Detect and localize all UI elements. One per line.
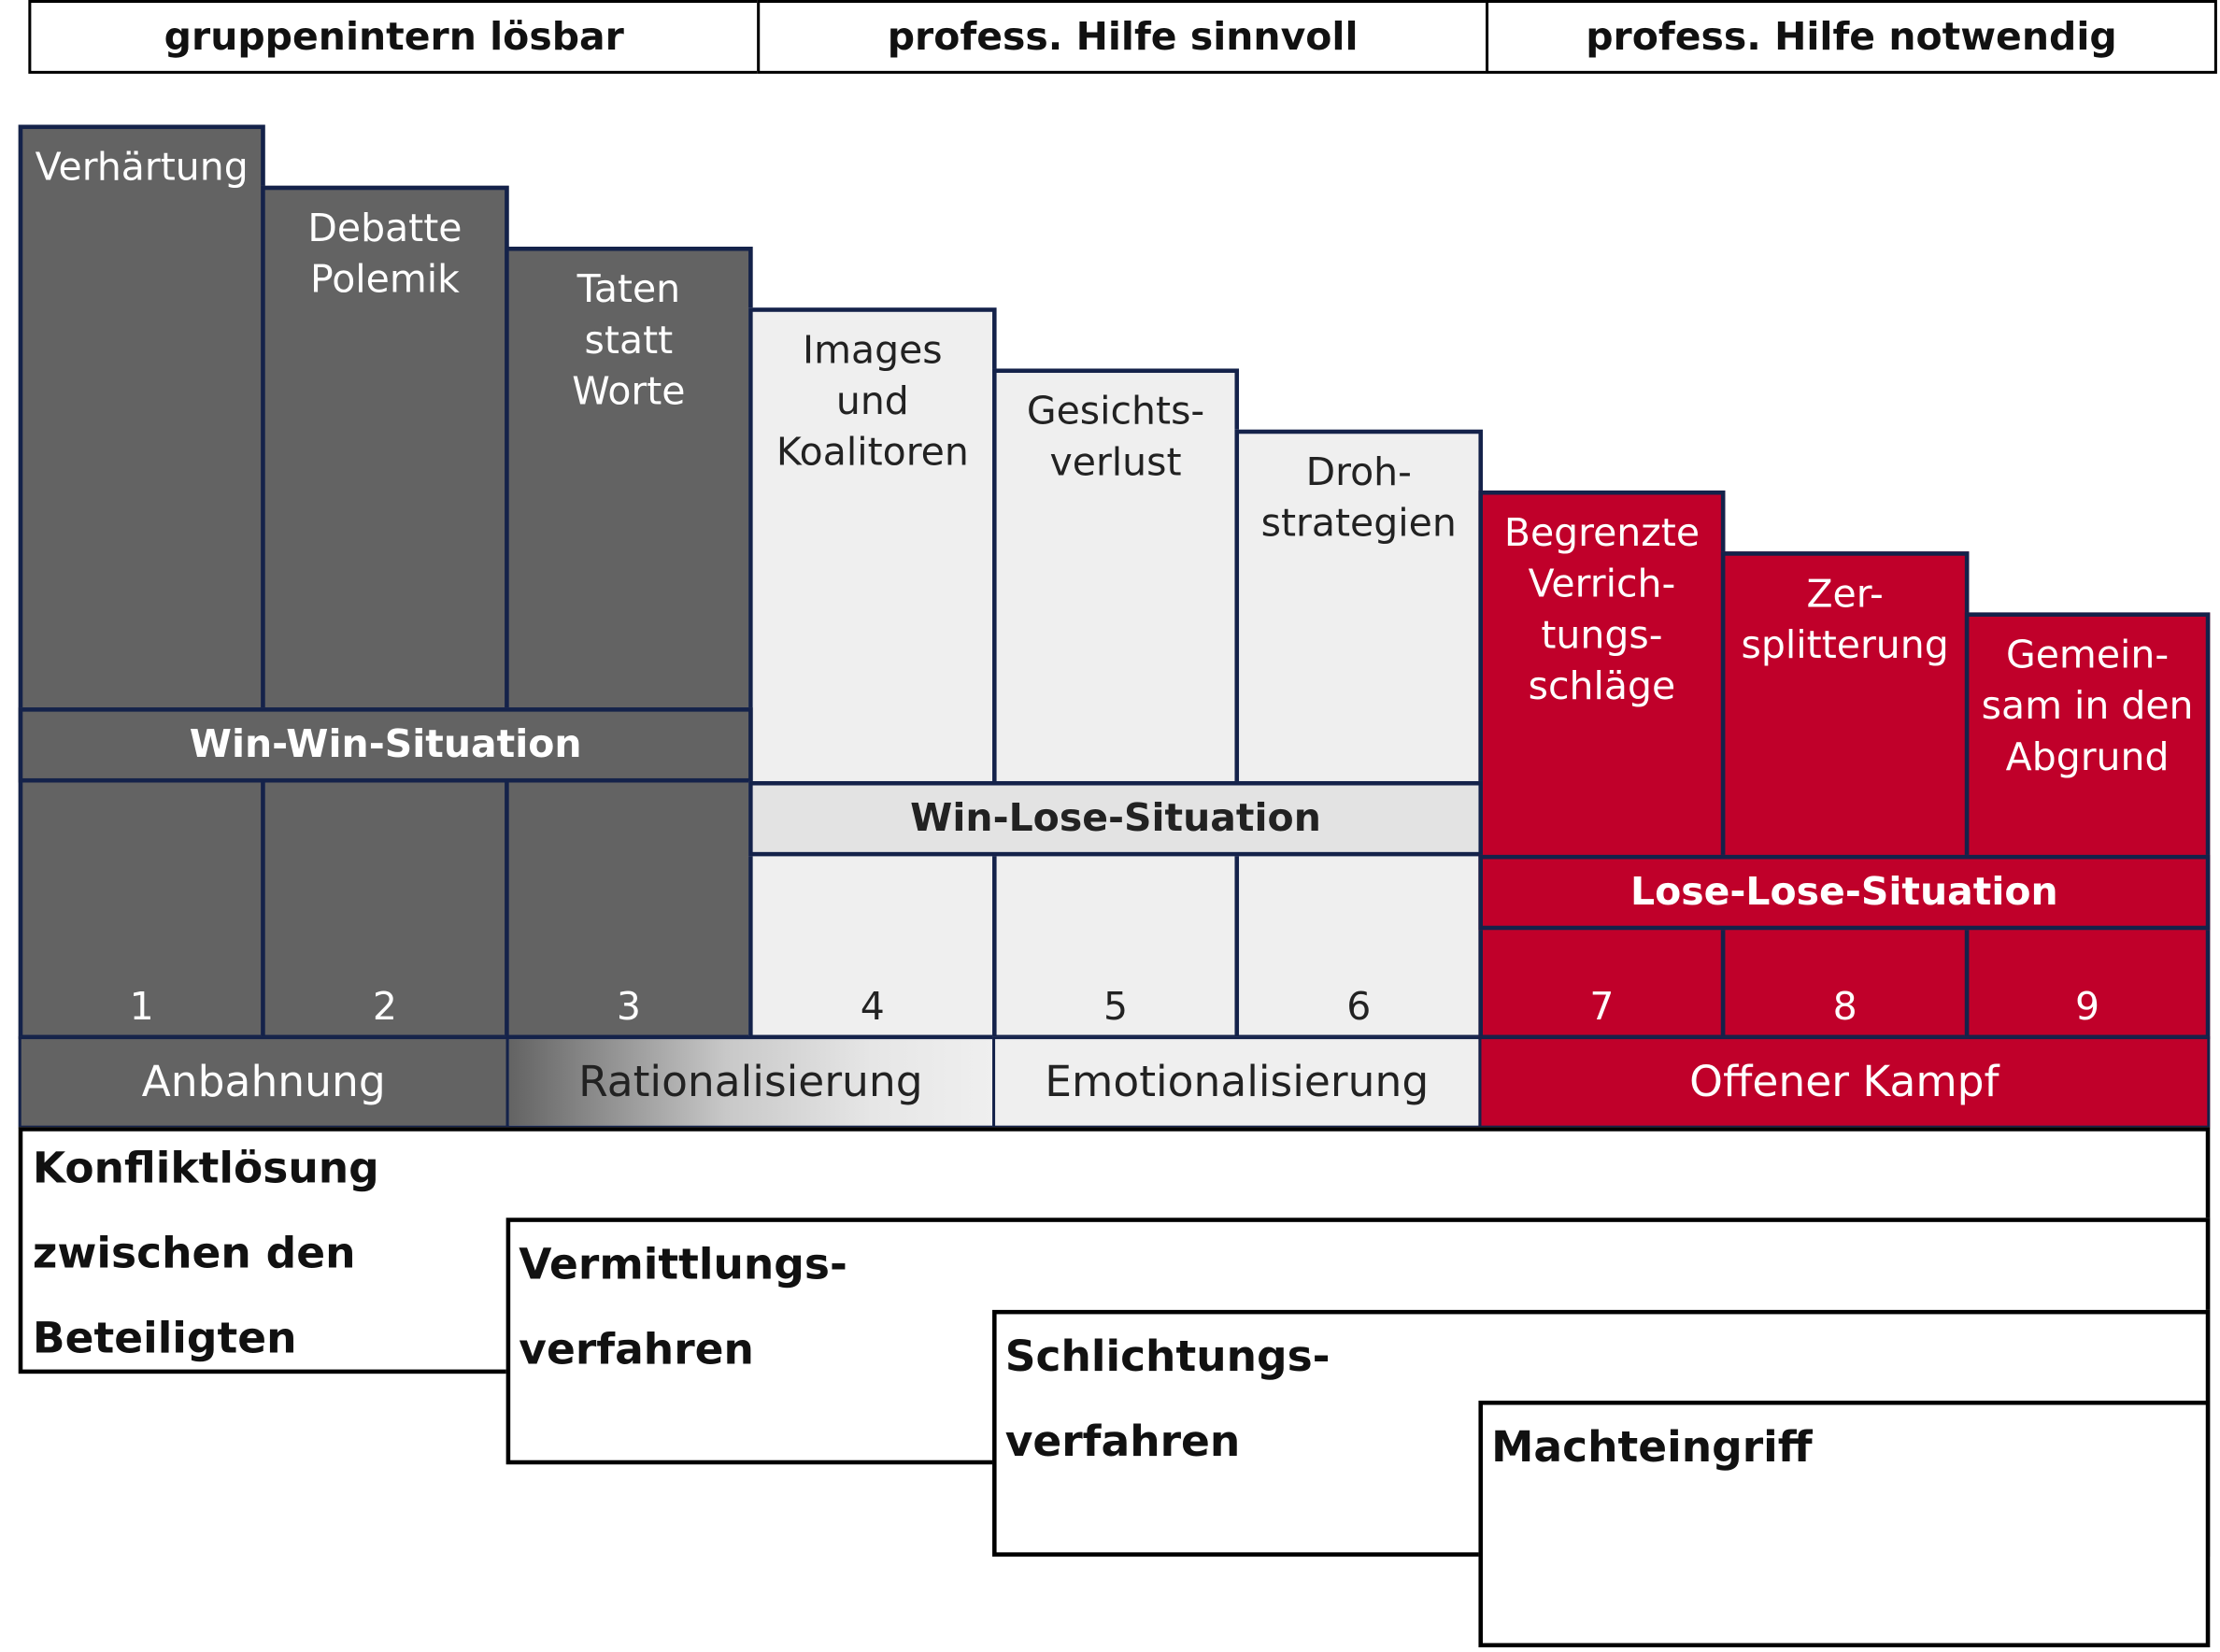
stage-1-name: Verhärtung [35, 146, 249, 191]
phase-anbahnung: Anbahnung [18, 1036, 509, 1129]
stage-6: Droh- strategien 6 [1234, 429, 1483, 1040]
resolution-konfliktloesung-label: Konfliktlösung zwischen den Beteiligten [32, 1144, 379, 1364]
resolution-machteingriff-label: Machteingriff [1491, 1423, 1813, 1474]
stage-4: Images und Koalitoren 4 [748, 307, 997, 1040]
stage-9-number: 9 [2075, 985, 2100, 1030]
stage-4-name: Images und Koalitoren [776, 328, 969, 476]
resolution-vermittlung-label: Vermittlungs- verfahren [519, 1240, 847, 1375]
stage-8: Zer- splitterung 8 [1720, 551, 1970, 1040]
header-professional-help-required: profess. Hilfe notwendig [1486, 0, 2217, 74]
phase-offener-kampf: Offener Kampf [1478, 1036, 2211, 1129]
stage-8-name: Zer- splitterung [1741, 572, 1949, 668]
stage-3: Taten statt Worte 3 [505, 246, 753, 1040]
stage-2-name: Debatte Polemik [307, 206, 462, 303]
stage-5: Gesichts- verlust 5 [992, 368, 1240, 1040]
stage-5-name: Gesichts- verlust [1026, 390, 1205, 485]
stage-9: Gemein- sam in den Abgrund 9 [1964, 612, 2211, 1040]
stage-7-number: 7 [1589, 985, 1615, 1030]
stage-8-number: 8 [1832, 985, 1857, 1030]
stage-1: Verhärtung 1 [18, 124, 265, 1040]
resolution-machteingriff-box [1478, 1400, 2211, 1647]
stage-3-name: Taten statt Worte [572, 267, 686, 415]
lose-lose-band: Lose-Lose-Situation [1478, 854, 2211, 931]
resolution-schlichtung-label: Schlichtungs- verfahren [1004, 1332, 1331, 1468]
stage-6-number: 6 [1346, 985, 1372, 1030]
stage-3-number: 3 [616, 985, 641, 1030]
stage-2: Debatte Polemik 2 [261, 185, 509, 1040]
win-win-band: Win-Win-Situation [18, 707, 753, 783]
header-group-solvable: gruppenintern lösbar [28, 0, 761, 74]
stage-5-number: 5 [1103, 985, 1129, 1030]
stage-9-name: Gemein- sam in den Abgrund [1981, 634, 2194, 780]
stage-2-number: 2 [372, 985, 397, 1030]
phase-emotionalisierung: Emotionalisierung [992, 1036, 1482, 1129]
stage-6-name: Droh- strategien [1260, 450, 1457, 547]
stage-4-number: 4 [860, 985, 885, 1030]
phase-rationalisierung: Rationalisierung [505, 1036, 996, 1129]
stage-1-number: 1 [129, 985, 154, 1030]
header-professional-help-useful: profess. Hilfe sinnvoll [757, 0, 1489, 74]
stage-7-name: Begrenzte Verrich- tungs- schläge [1503, 511, 1701, 709]
stage-7: Begrenzte Verrich- tungs- schläge 7 [1478, 490, 1726, 1040]
win-lose-band: Win-Lose-Situation [748, 780, 1483, 857]
